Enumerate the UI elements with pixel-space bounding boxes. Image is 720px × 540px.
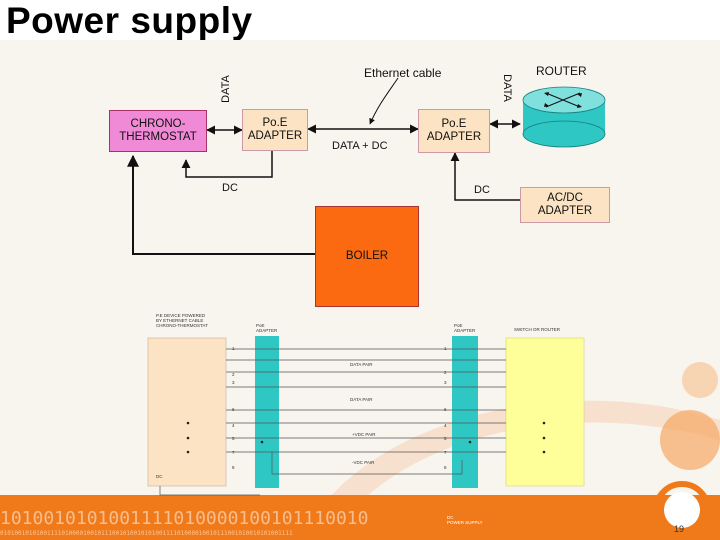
wiring-left-adapter-caption: PoE ADAPTER	[256, 323, 278, 333]
dc-left-line	[181, 151, 273, 178]
wiring-left-device	[147, 337, 227, 487]
wiring-dots	[186, 421, 546, 454]
wiring-switch	[505, 337, 585, 487]
pair-label-1: DATA PAIR	[350, 362, 373, 367]
data-dc-label: DATA + DC	[332, 140, 388, 152]
diagram-area: CHRONO- THERMOSTAT Po.E ADAPTER Po.E ADA…	[0, 40, 720, 540]
boiler-chrono-line	[127, 154, 315, 255]
right-pin-1: 1	[444, 346, 447, 351]
router-icon	[522, 86, 606, 148]
right-pin-5: 5	[444, 436, 447, 441]
binary-text-small: 0101001010100111101000010010111001010010…	[0, 530, 293, 537]
left-pin-3: 3	[232, 380, 235, 385]
slide-title: Power supply	[6, 0, 253, 41]
poe-adapter-right-box: Po.E ADAPTER	[418, 109, 490, 153]
footer-band	[0, 495, 720, 540]
wiring-left-dc-label: DC	[156, 474, 163, 479]
ethernet-pointer	[369, 77, 399, 125]
ethernet-cable-label: Ethernet cable	[364, 66, 442, 80]
right-pin-7: 7	[444, 450, 447, 455]
dc-left-label: DC	[222, 182, 238, 194]
right-pin-6: 6	[444, 407, 447, 412]
wiring-right-adapter-caption: PoE ADAPTER	[454, 323, 476, 333]
decor-circle-3	[682, 362, 718, 398]
wiring-pairs	[159, 348, 506, 496]
page-number: 19	[674, 524, 685, 534]
acdc-adapter-box: AC/DC ADAPTER	[520, 187, 610, 223]
decor-circle-2	[660, 410, 720, 470]
wiring-right-device-caption: SWITCH OR ROUTER	[514, 327, 560, 332]
poe-adapter-left-box: Po.E ADAPTER	[242, 109, 308, 151]
wiring-bottom-dc-label: DC POWER SUPPLY	[447, 515, 483, 525]
decor-circle-1-inner	[664, 492, 700, 528]
pair-label-2: DATA PAIR	[350, 397, 373, 402]
left-pin-5: 5	[232, 436, 235, 441]
right-pin-3: 3	[444, 380, 447, 385]
router-label: ROUTER	[536, 64, 587, 78]
right-pin-8: 8	[444, 465, 447, 470]
pair-label-4: -VDC PAIR	[352, 460, 375, 465]
left-pin-7: 7	[232, 450, 235, 455]
right-pin-4: 4	[444, 423, 447, 428]
pair-label-3: +VDC PAIR	[352, 432, 376, 437]
dc-right-label: DC	[474, 184, 490, 196]
binary-text-large: 1010010101001111010000100101110010	[0, 508, 369, 529]
left-pin-6: 6	[232, 407, 235, 412]
left-pin-8: 8	[232, 465, 235, 470]
wiring-left-adapter	[255, 336, 279, 488]
data-left-label: DATA	[219, 75, 232, 103]
left-pin-2: 2	[232, 372, 235, 377]
diagram-canvas	[0, 77, 720, 540]
dc-right-line	[450, 152, 520, 201]
right-pin-2: 2	[444, 370, 447, 375]
boiler-box: BOILER	[315, 206, 419, 307]
wiring-right-adapter	[452, 336, 478, 488]
left-pin-4: 4	[232, 423, 235, 428]
data-right-label: DATA	[500, 74, 513, 102]
left-pin-1: 1	[232, 346, 235, 351]
chronothermostat-box: CHRONO- THERMOSTAT	[109, 110, 207, 152]
decor-circle-1	[653, 481, 711, 539]
wiring-left-device-caption: P.E DEVICE POWERED BY ETHERNET CABLE CHR…	[156, 313, 208, 328]
